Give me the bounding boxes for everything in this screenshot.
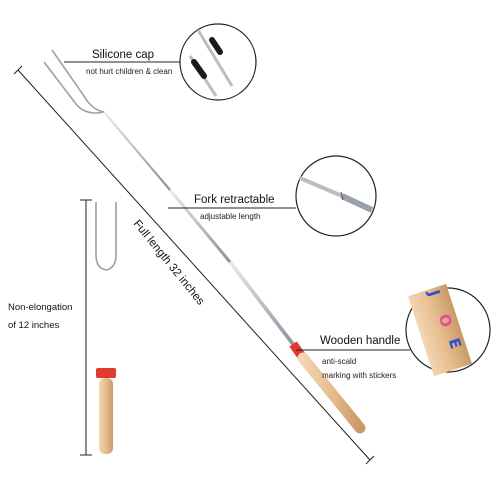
- extended-fork: [43, 49, 366, 434]
- rod-segment: [103, 111, 171, 191]
- non-elongation-label-line2: of 12 inches: [8, 320, 60, 331]
- cap-callout: [64, 23, 257, 101]
- sticker-letter: J: [424, 287, 443, 299]
- fork-prongs: [43, 49, 105, 114]
- handle-callout-line2: marking with stickers: [322, 371, 397, 380]
- fork-zoom-circle: [295, 155, 377, 237]
- fork-callout: [168, 155, 377, 237]
- handle-closeup: [408, 283, 472, 377]
- handle-callout-title: Wooden handle: [320, 335, 401, 347]
- rod-segment: [228, 260, 298, 350]
- short-fork-red-ring: [96, 368, 116, 378]
- full-length-dimension-line: [13, 65, 375, 465]
- sticker-letter: O: [435, 312, 456, 330]
- handle-callout-line1: anti-scald: [322, 357, 357, 366]
- short-fork: [80, 199, 117, 456]
- handle-callout: [296, 283, 491, 377]
- silicone-cap: [209, 37, 223, 55]
- cap-callout-title: Silicone cap: [92, 49, 155, 61]
- silicone-cap: [191, 59, 207, 79]
- non-elongation-label-line1: Non-elongation: [8, 302, 73, 313]
- cap-callout-subtitle: not hurt children & clean: [86, 67, 173, 76]
- rod-segment: [168, 189, 232, 263]
- fork-callout-subtitle: adjustable length: [200, 212, 261, 221]
- wooden-handle: [297, 352, 366, 434]
- short-fork-prongs: [95, 202, 117, 271]
- fork-callout-title: Fork retractable: [194, 194, 275, 206]
- short-fork-wooden-handle: [99, 378, 113, 454]
